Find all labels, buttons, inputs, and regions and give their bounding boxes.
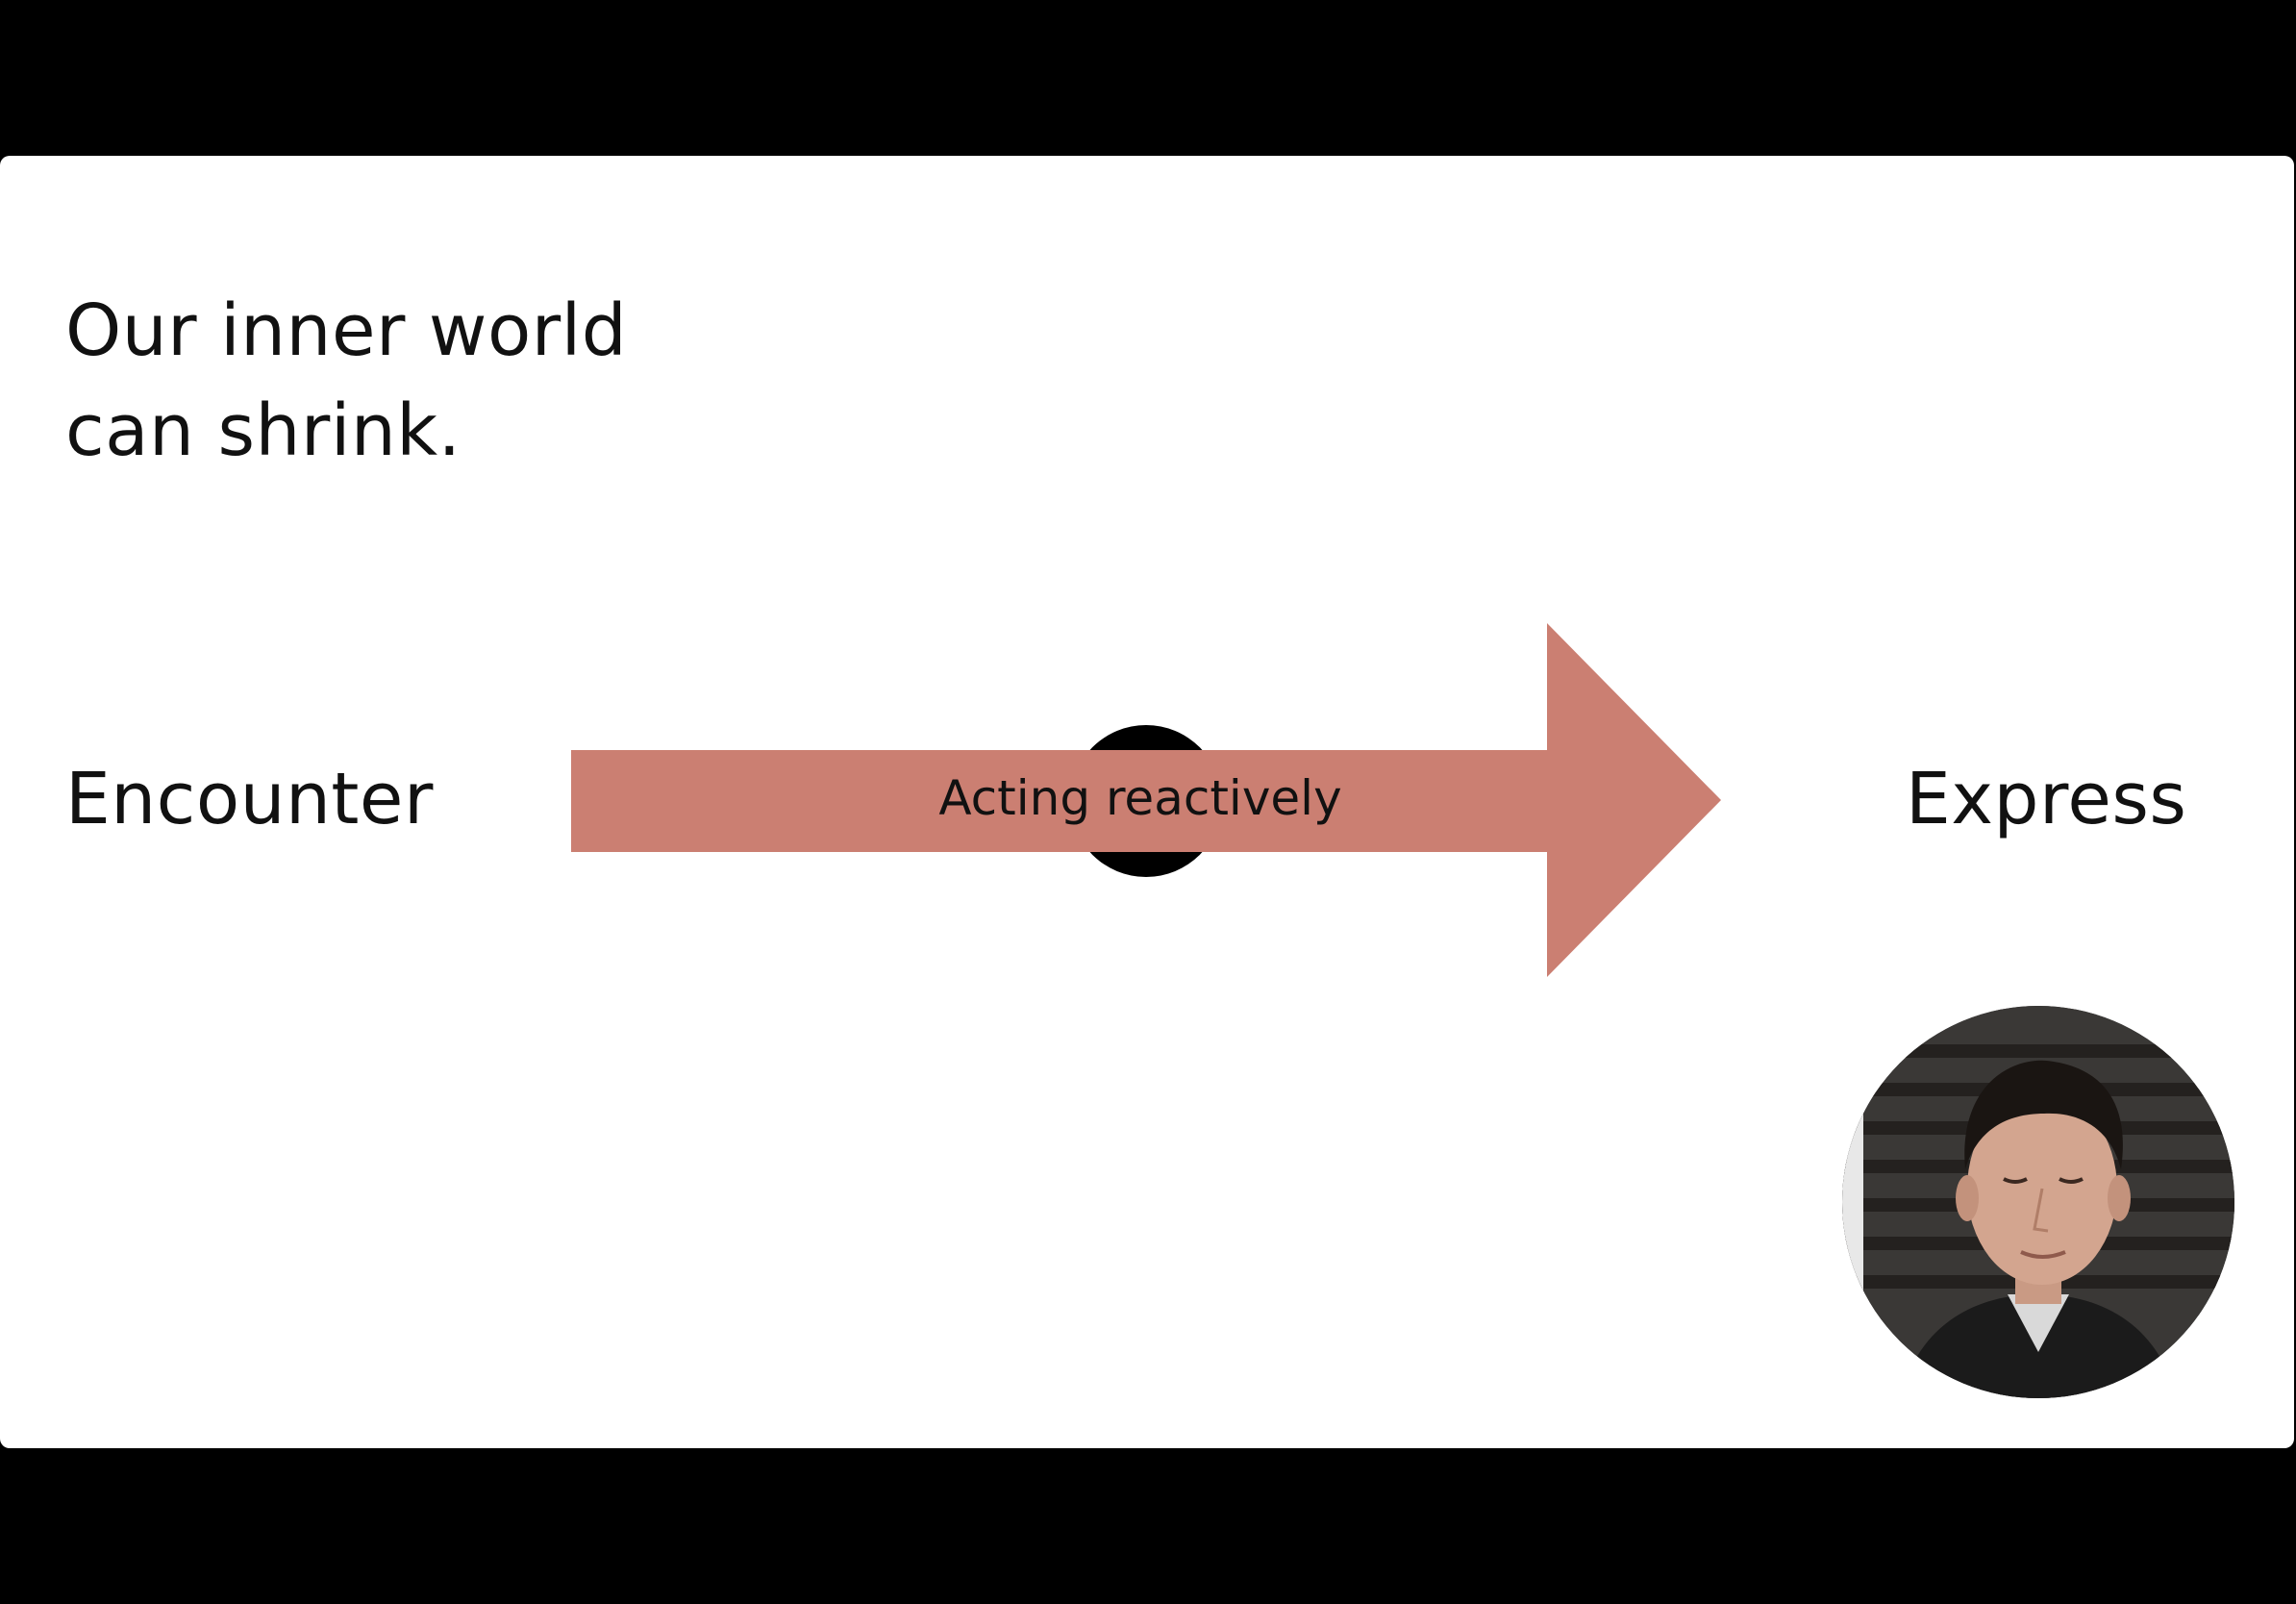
express-label: Express	[1906, 758, 2187, 840]
presenter-webcam-avatar	[1842, 1006, 2234, 1398]
slide: Our inner world can shrink. Encounter Ex…	[0, 156, 2294, 1448]
slide-title-line-2: can shrink.	[65, 389, 462, 472]
arrow-label: Acting reactively	[938, 770, 1342, 826]
slide-title-line-1: Our inner world	[65, 289, 628, 372]
slide-title: Our inner world can shrink.	[65, 281, 627, 481]
encounter-label: Encounter	[65, 758, 434, 840]
presenter-icon	[1842, 1006, 2234, 1398]
reactive-arrow	[571, 623, 1721, 977]
process-arrow-diagram	[571, 623, 1721, 977]
